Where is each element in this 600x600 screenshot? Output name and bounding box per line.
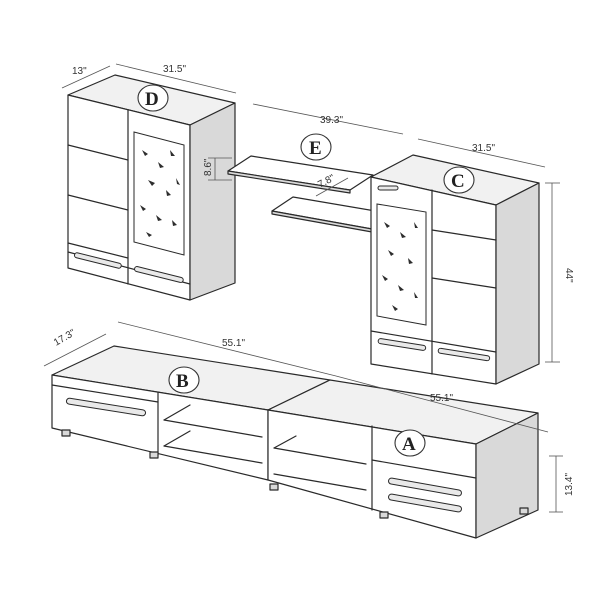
unit-d-dimensions: 13" 31.5" [61,63,237,94]
label-d-circle: D [137,84,169,112]
label-b-circle: B [168,366,200,394]
label-c-circle: C [443,166,475,194]
dim-b-depth: 17.3" [52,327,78,348]
drawer-handle [134,266,184,283]
top-handle [377,185,399,191]
drawer-handle [65,397,147,417]
label-a-circle: A [394,429,426,457]
dim-a-height: 13.4" [564,473,575,496]
drawer-handle [377,338,427,351]
label-a: A [402,434,416,455]
unit-d-cabinet [67,74,236,301]
unit-a-stand [267,379,539,539]
dim-d-width: 31.5" [163,64,186,75]
label-d: D [145,89,159,110]
drawer-handle [74,252,122,269]
dim-d-depth: 13" [72,66,87,77]
unit-a-dimensions: 55.1" 13.4" [335,375,575,513]
dim-c-width: 31.5" [472,143,495,154]
drawer-handle [388,477,462,497]
unit-e-shelves [227,155,394,233]
dim-e-height: 8.6" [203,158,214,176]
label-c: C [451,171,465,192]
label-b: B [176,371,189,392]
drawer-handle [437,347,491,362]
glass-pattern-c [382,222,418,311]
dim-b-width: 55.1" [222,338,245,349]
drawer-handle [388,493,462,513]
label-e-circle: E [300,133,332,161]
unit-c-cabinet [370,154,540,385]
dim-c-height: 44" [563,268,574,283]
label-e: E [309,138,322,159]
dim-a-width: 55.1" [430,393,453,404]
dim-e-width: 39.3" [320,115,343,126]
unit-c-dimensions: 31.5" 44" [417,138,574,363]
glass-pattern-d [140,150,180,237]
